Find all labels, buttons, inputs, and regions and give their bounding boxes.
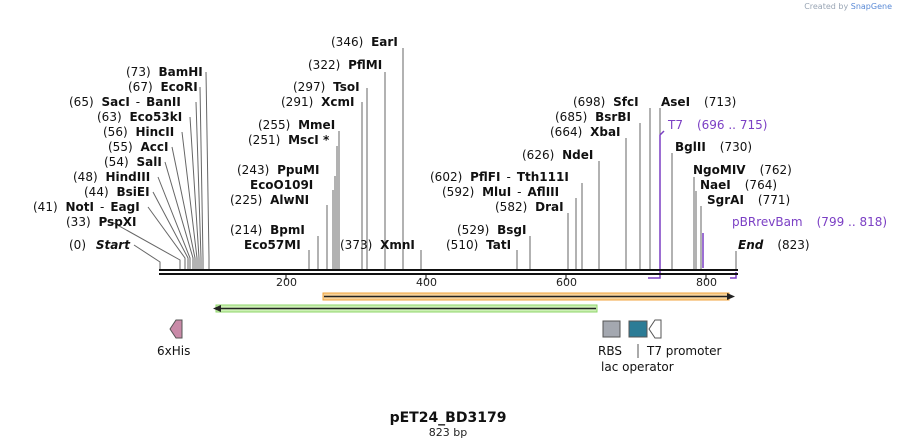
site-sali: (54) SalI	[104, 155, 162, 169]
site-alwni: (225) AlwNI	[230, 193, 309, 207]
site-drai: (582) DraI	[495, 200, 564, 214]
tick-200: 200	[276, 276, 297, 289]
site-xmni: (373) XmnI	[340, 238, 415, 252]
left-site-labels: (0) Start (33) PspXI (41) NotI-EagI (44)…	[33, 65, 203, 252]
lac-operator-label: lac operator	[601, 360, 674, 374]
sequence-length: 823 bp	[429, 426, 467, 439]
t7-promoter-label: T7 promoter	[646, 344, 722, 358]
rbs-label: RBS	[598, 344, 622, 358]
site-tsoi: (297) TsoI	[293, 80, 360, 94]
site-eco53ki: (63) Eco53kI	[97, 110, 182, 124]
tick-600: 600	[556, 276, 577, 289]
site-xcmi: (291) XcmI	[281, 95, 354, 109]
orf-reverse	[213, 304, 598, 313]
site-sgrai: SgrAI(771)	[707, 193, 790, 207]
site-pflfi-tth111i: (602) PflFI-Tth111I	[430, 170, 569, 184]
credit-brand: SnapGene	[850, 2, 892, 11]
site-naei: NaeI(764)	[700, 178, 777, 192]
site-ecori: (67) EcoRI	[128, 80, 198, 94]
site-hindiii: (48) HindIII	[73, 170, 150, 184]
site-bamhi: (73) BamHI	[126, 65, 203, 79]
site-saci-banii: (65) SacI-BanII	[69, 95, 181, 109]
orf-forward	[322, 292, 735, 301]
map-title: pET24_BD3179	[390, 410, 507, 426]
sequence-backbone: 200 400 600 800	[159, 269, 738, 289]
site-mmei: (255) MmeI	[258, 118, 335, 132]
site-ppumi: (243) PpuMI	[237, 163, 319, 177]
6xhis-label: 6xHis	[157, 344, 190, 358]
site-ecoo109i: EcoO109I	[250, 178, 313, 192]
site-pspxi: (33) PspXI	[66, 215, 137, 229]
site-bsiei: (44) BsiEI	[84, 185, 150, 199]
site-acci: (55) AccI	[108, 140, 168, 154]
site-eco57mi: Eco57MI	[244, 238, 301, 252]
site-ngomiv: NgoMIV(762)	[693, 163, 792, 177]
site-asei: AseI(713)	[661, 95, 736, 109]
primer-pbrrevbam-label: pBRrevBam(799 .. 818)	[732, 215, 887, 229]
primers: T7(696 .. 715) pBRrevBam(799 .. 818)	[648, 118, 887, 279]
site-hincii: (56) HincII	[103, 125, 174, 139]
t7-promoter-feature	[648, 319, 662, 339]
site-bpmi: (214) BpmI	[230, 223, 305, 237]
site-ndei: (626) NdeI	[522, 148, 593, 162]
rbs-feature	[602, 320, 621, 338]
site-bsrbi: (685) BsrBI	[555, 110, 631, 124]
snapgene-credit: Created by SnapGene	[804, 2, 892, 11]
lac-operator-feature	[628, 320, 648, 338]
primer-t7-marker	[648, 130, 665, 279]
tick-800: 800	[696, 276, 717, 289]
site-bglii: BglII(730)	[675, 140, 752, 154]
site-start: (0) Start	[69, 238, 131, 252]
site-noti-eagi: (41) NotI-EagI	[33, 200, 140, 214]
site-end: End(823)	[738, 238, 810, 252]
cut-lines	[111, 48, 737, 270]
primer-t7-label: T7(696 .. 715)	[667, 118, 767, 132]
site-bsgi: (529) BsgI	[457, 223, 526, 237]
site-eari: (346) EarI	[331, 35, 398, 49]
credit-prefix: Created by	[804, 2, 849, 11]
right-site-labels: (510) TatI (529) BsgI (582) DraI (592) M…	[430, 95, 810, 252]
site-mlui-afliii: (592) MluI-AflIII	[442, 185, 559, 199]
site-sfci: (698) SfcI	[573, 95, 639, 109]
features: 6xHis RBS lac operator T7 promoter	[157, 319, 722, 374]
site-msci: (251) MscI *	[248, 133, 330, 147]
6xhis-feature	[169, 319, 183, 339]
tick-400: 400	[416, 276, 437, 289]
middle-site-labels: (214) BpmI Eco57MI (225) AlwNI EcoO109I …	[230, 35, 415, 252]
site-xbai: (664) XbaI	[550, 125, 621, 139]
site-tati: (510) TatI	[446, 238, 511, 252]
site-pflmi: (322) PflMI	[308, 58, 382, 72]
